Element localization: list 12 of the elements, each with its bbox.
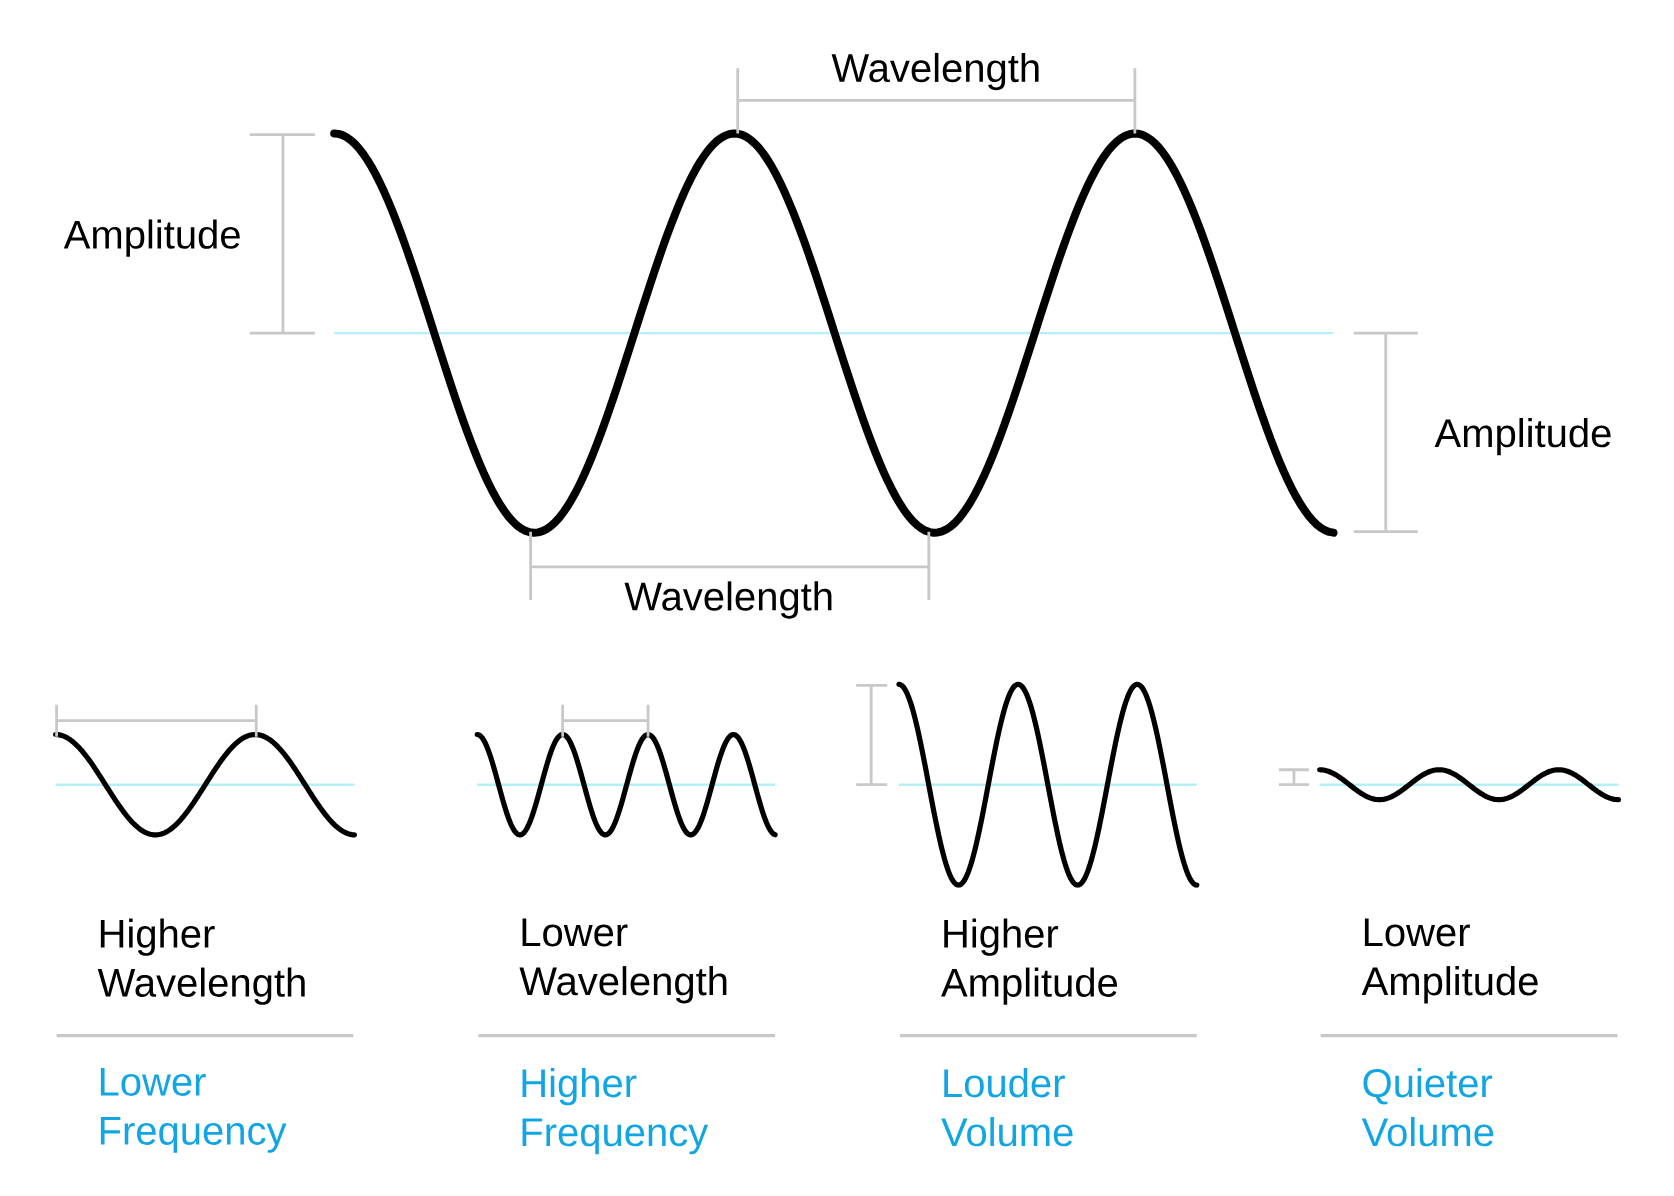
- dimension-label: Amplitude: [1434, 418, 1611, 456]
- effect-label: Lower Frequency: [100, 1068, 287, 1153]
- effect-label: Quieter Volume: [1361, 1068, 1494, 1147]
- property-label: Lower Amplitude: [1361, 918, 1538, 1004]
- property-label: Higher Wavelength: [97, 918, 305, 1005]
- dimension-label: Amplitude: [63, 219, 240, 257]
- effect-label: Louder Volume: [941, 1068, 1073, 1147]
- effect-label: Higher Frequency: [522, 1068, 709, 1155]
- property-label: Higher Amplitude: [941, 918, 1117, 1005]
- dimension-label: Wavelength: [831, 52, 1039, 91]
- property-label: Lower Wavelength: [519, 918, 727, 1004]
- dimension-label: Wavelength: [624, 581, 832, 619]
